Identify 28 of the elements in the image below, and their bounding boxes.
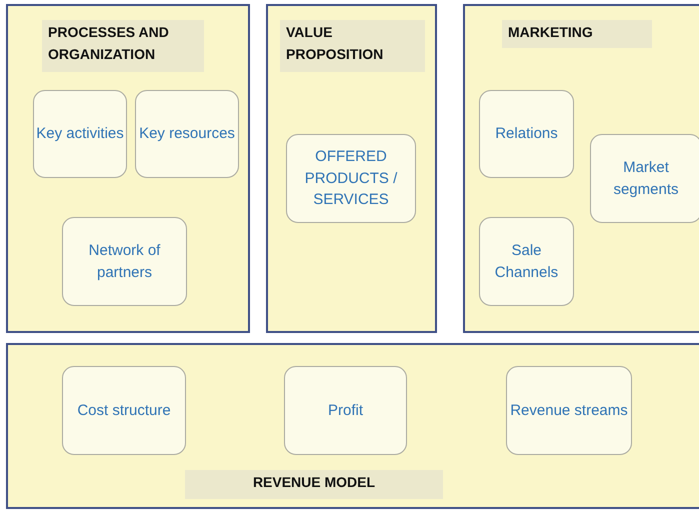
panel-heading: MARKETING xyxy=(502,20,652,48)
rounded-box xyxy=(135,90,239,178)
rounded-box xyxy=(62,366,186,455)
box-label: Network of partners xyxy=(88,240,162,282)
rounded-box xyxy=(590,134,699,223)
box-label: Profit xyxy=(328,400,363,421)
rounded-box xyxy=(284,366,407,455)
box-label: Sale Channels xyxy=(494,240,560,282)
rounded-box xyxy=(33,90,127,178)
group-panel xyxy=(6,343,699,509)
rounded-box xyxy=(479,90,574,178)
box-label: Market segments xyxy=(612,158,680,200)
rounded-box xyxy=(62,217,187,306)
box-label: Revenue streams xyxy=(510,400,628,421)
box-label: Cost structure xyxy=(77,400,171,421)
rounded-box xyxy=(479,217,574,306)
group-panel xyxy=(463,4,699,333)
group-panel xyxy=(266,4,437,333)
box-label: Key activities xyxy=(36,124,124,144)
rounded-box xyxy=(286,134,416,223)
panel-heading: REVENUE MODEL xyxy=(185,470,443,499)
box-label: Key resources xyxy=(139,124,235,144)
box-label: OFFERED PRODUCTS / SERVICES xyxy=(304,146,398,210)
group-panel xyxy=(6,4,250,333)
panel-heading: PROCESSES AND ORGANIZATION xyxy=(42,20,204,72)
panel-heading: VALUE PROPOSITION xyxy=(280,20,425,72)
box-label: Relations xyxy=(495,124,558,144)
rounded-box xyxy=(506,366,632,455)
